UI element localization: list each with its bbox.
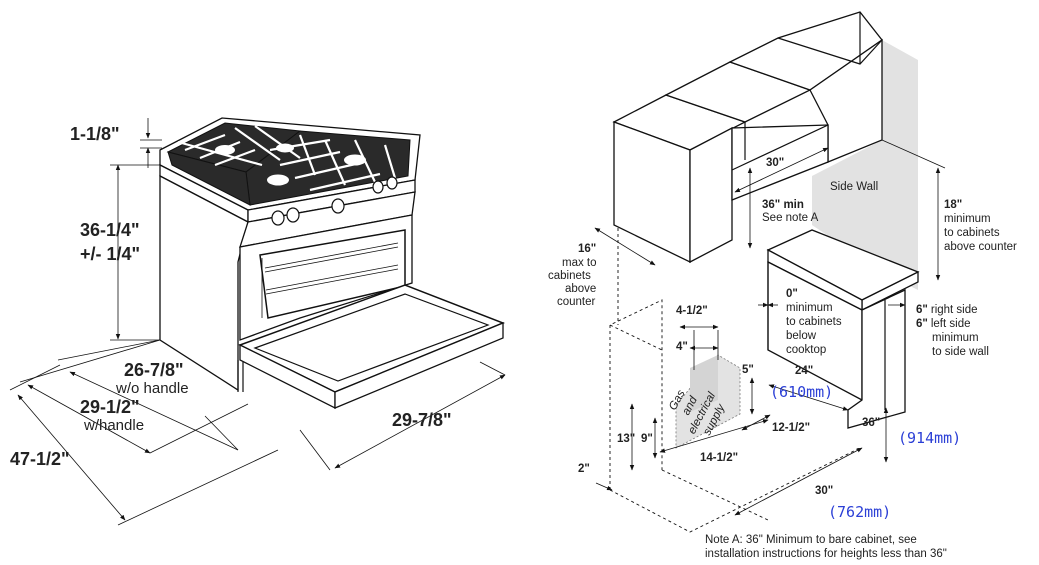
dim-cab-depth-l4: counter <box>557 296 596 308</box>
dim-cab-min-note: See note A <box>762 212 819 224</box>
dim-2: 2" <box>578 463 590 475</box>
dim-cab-depth-l3: above <box>565 283 596 295</box>
dim-height: 36-1/4" <box>80 220 140 240</box>
dim-12half: 12-1/2" <box>772 422 810 434</box>
dim-above: 18" <box>944 199 962 211</box>
dim-above-l1: minimum <box>944 213 991 225</box>
side-wall-label: Side Wall <box>830 181 878 193</box>
dim-height-tolerance: +/- 1/4" <box>80 244 140 264</box>
dim-side-right: 6"right side <box>916 304 978 316</box>
note-a-line1: Note A: 36" Minimum to bare cabinet, see <box>705 534 917 546</box>
dim-depth-door-open: 47-1/2" <box>10 449 70 469</box>
dim-depth-no-handle-note: w/o handle <box>115 380 189 397</box>
base-cabinet <box>766 229 920 429</box>
dim-914mm: (914mm) <box>898 429 961 447</box>
dim-36: 36" <box>862 417 880 429</box>
dim-zero-l4: cooktop <box>786 344 826 356</box>
dim-side-l2: to side wall <box>932 346 989 358</box>
dim-14half: 14-1/2" <box>700 452 738 464</box>
control-knobs <box>271 176 398 226</box>
dim-762mm: (762mm) <box>828 503 891 521</box>
dim-zero: 0" <box>786 288 798 300</box>
dim-zero-l3: below <box>786 330 817 342</box>
dim-above-l2: to cabinets <box>944 227 1000 239</box>
dim-side-left: 6"left side <box>916 318 971 330</box>
dim-30: 30" <box>815 485 833 497</box>
dim-above-l3: above counter <box>944 241 1017 253</box>
dim-13: 13" <box>617 433 635 445</box>
dim-depth-handle-note: w/handle <box>83 417 144 434</box>
installation-illustration: Side Wall 30" 36" min See note A 16" max… <box>548 11 1017 560</box>
dim-depth-no-handle: 26-7/8" <box>124 360 184 380</box>
dim-cab-depth-l1: max to <box>562 257 597 269</box>
burner-grates <box>166 122 411 206</box>
install-dimension-lines <box>594 139 946 516</box>
range-dimension-lines <box>9 118 506 526</box>
dim-side-l1: minimum <box>932 332 979 344</box>
dim-cab-depth: 16" <box>578 243 596 255</box>
note-a-line2: installation instructions for heights le… <box>705 548 947 560</box>
dim-cab-depth-l2: cabinets <box>548 270 591 282</box>
dim-zero-l1: minimum <box>786 302 833 314</box>
dim-zero-l2: to cabinets <box>786 316 842 328</box>
side-wall-shade <box>882 40 918 290</box>
dim-4: 4" <box>676 341 688 353</box>
dim-5: 5" <box>742 364 754 376</box>
dim-4half: 4-1/2" <box>676 305 708 317</box>
dim-depth-handle: 29-1/2" <box>80 397 140 417</box>
dim-9: 9" <box>641 433 653 445</box>
dim-cab-min: 36" min <box>762 199 804 211</box>
dim-24: 24" <box>795 365 813 377</box>
dim-cab-width: 30" <box>766 157 784 169</box>
range-illustration: 1-1/8" 36-1/4" +/- 1/4" 26-7/8" w/o hand… <box>9 117 506 526</box>
dim-610mm: (610mm) <box>770 383 833 401</box>
dim-top-trim: 1-1/8" <box>70 124 120 144</box>
dim-width: 29-7/8" <box>392 410 452 430</box>
